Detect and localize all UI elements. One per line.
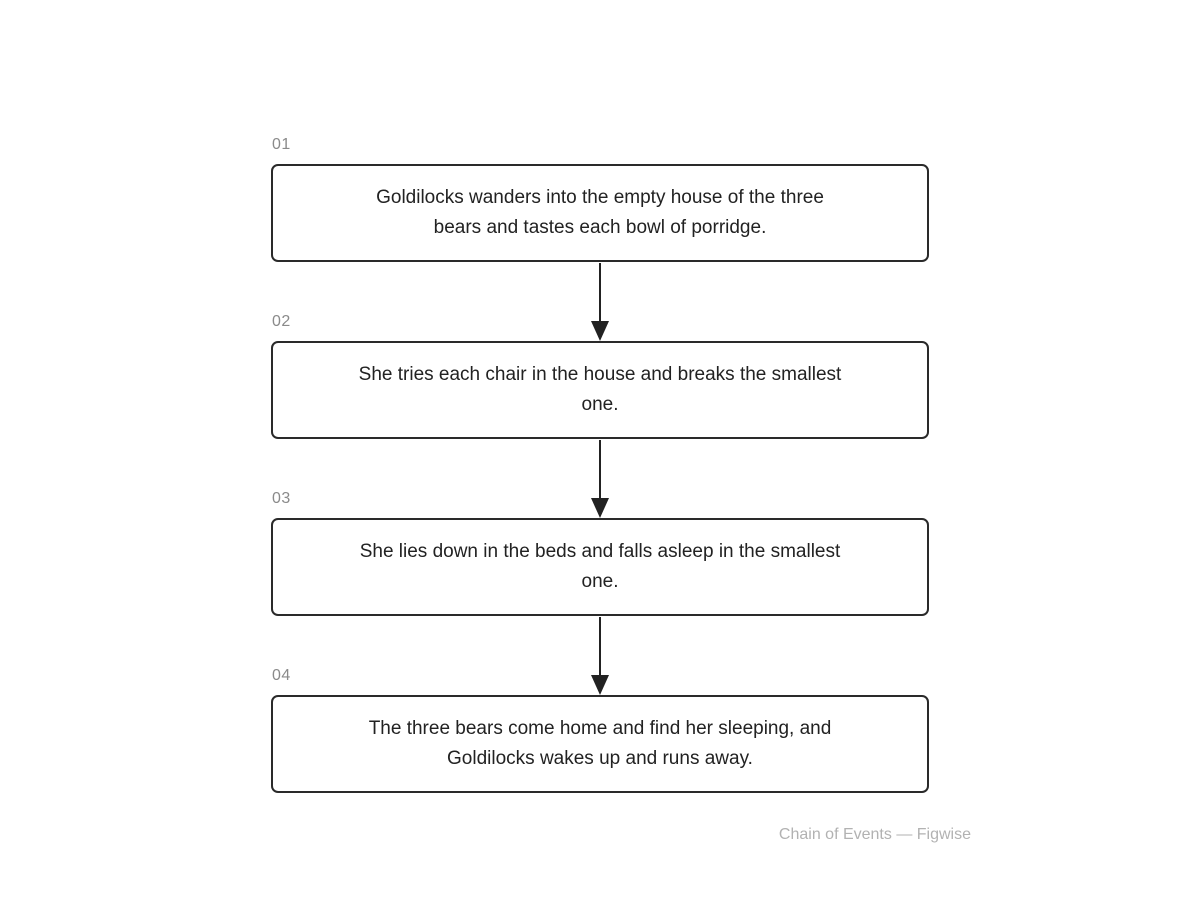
step-box-1: Goldilocks wanders into the empty house …	[271, 164, 929, 262]
step-text-2: She tries each chair in the house and br…	[358, 364, 842, 415]
connector-3-4	[591, 617, 609, 695]
arrow-down-icon	[591, 321, 609, 341]
step-box-2: She tries each chair in the house and br…	[271, 341, 929, 439]
step-number-1: 01	[272, 136, 291, 153]
arrow-down-icon	[591, 675, 609, 695]
connector-1-2	[591, 263, 609, 341]
step-box-4: The three bears come home and find her s…	[271, 695, 929, 793]
step-number-3: 03	[272, 490, 291, 507]
footer-caption: Chain of Events — Figwise	[778, 826, 971, 843]
arrow-down-icon	[591, 498, 609, 518]
step-number-4: 04	[272, 667, 291, 684]
step-box-3: She lies down in the beds and falls asle…	[271, 518, 929, 616]
step-number-2: 02	[272, 313, 291, 330]
connector-2-3	[591, 440, 609, 518]
step-text-3: She lies down in the beds and falls asle…	[359, 541, 841, 592]
step-text-4: The three bears come home and find her s…	[368, 718, 832, 769]
step-text-1: Goldilocks wanders into the empty house …	[376, 187, 824, 238]
